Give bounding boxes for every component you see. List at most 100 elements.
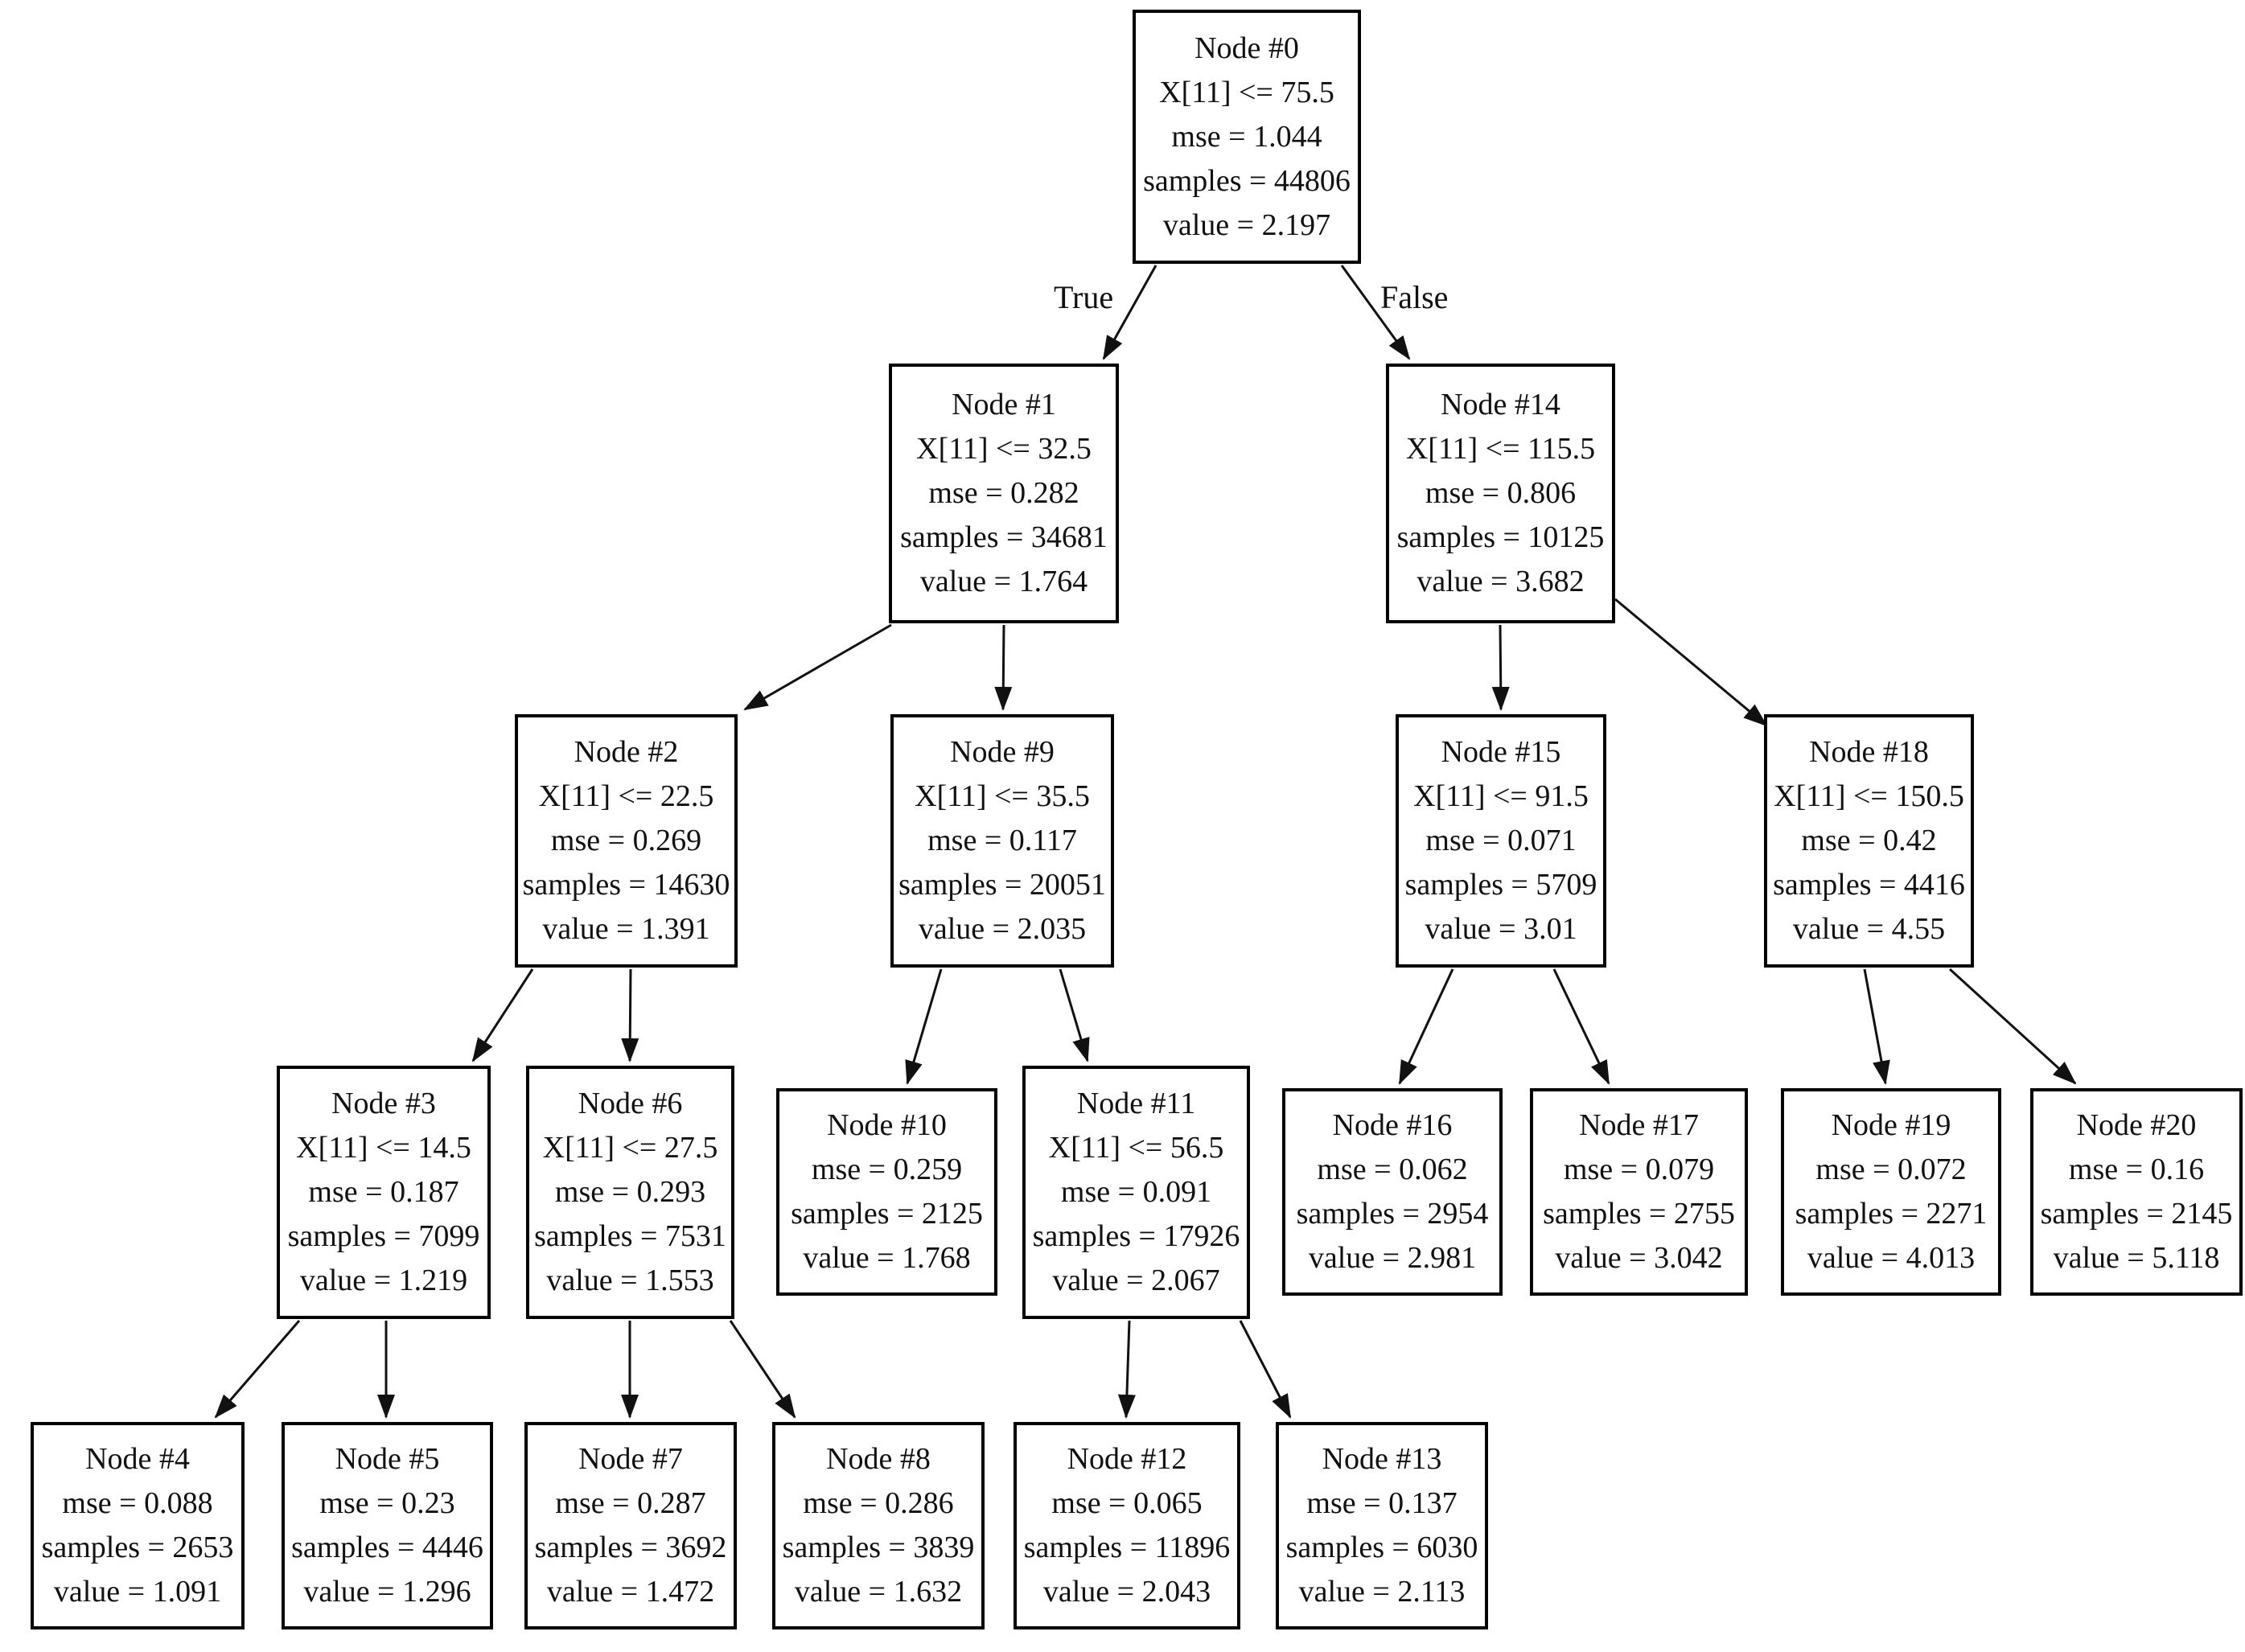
tree-node-19: Node #19 mse = 0.072 samples = 2271 valu… [1781, 1088, 2001, 1296]
node-title: Node #10 [827, 1108, 947, 1142]
tree-node-18: Node #18 X[11] <= 150.5 mse = 0.42 sampl… [1764, 714, 1974, 968]
node-samples: samples = 10125 [1396, 520, 1605, 554]
node-title: Node #1 [952, 388, 1056, 421]
edge-18-20 [1948, 968, 2077, 1085]
edge-14-18 [1614, 598, 1768, 727]
node-condition: X[11] <= 27.5 [542, 1131, 718, 1165]
node-mse: mse = 0.091 [1060, 1175, 1212, 1209]
node-samples: samples = 2271 [1795, 1197, 1988, 1231]
edge-3-4 [214, 1320, 301, 1419]
edge-15-17 [1552, 968, 1610, 1085]
node-value: value = 2.043 [1042, 1575, 1211, 1609]
node-mse: mse = 0.071 [1425, 824, 1577, 857]
node-value: value = 1.091 [53, 1575, 222, 1609]
edge-14-15 [1491, 624, 1510, 711]
tree-node-2: Node #2 X[11] <= 22.5 mse = 0.269 sample… [515, 714, 738, 968]
node-mse: mse = 0.23 [319, 1486, 455, 1520]
node-title: Node #8 [826, 1442, 931, 1476]
node-title: Node #0 [1194, 31, 1299, 65]
node-title: Node #12 [1067, 1442, 1187, 1476]
node-samples: samples = 7531 [534, 1219, 726, 1253]
node-value: value = 2.113 [1298, 1575, 1466, 1609]
edge-label-false: False [1380, 279, 1449, 315]
node-mse: mse = 0.286 [803, 1486, 954, 1520]
node-value: value = 1.296 [303, 1575, 471, 1609]
node-samples: samples = 2954 [1296, 1197, 1489, 1231]
node-mse: mse = 0.187 [308, 1175, 459, 1209]
edge-9-10 [905, 968, 943, 1085]
tree-node-5: Node #5 mse = 0.23 samples = 4446 value … [282, 1422, 493, 1629]
edge-0-14 [1340, 265, 1411, 360]
tree-node-12: Node #12 mse = 0.065 samples = 11896 val… [1014, 1422, 1240, 1629]
node-mse: mse = 0.137 [1306, 1486, 1458, 1520]
node-value: value = 4.013 [1807, 1241, 1976, 1275]
node-title: Node #17 [1579, 1108, 1699, 1142]
tree-node-14: Node #14 X[11] <= 115.5 mse = 0.806 samp… [1386, 364, 1615, 623]
node-mse: mse = 0.806 [1425, 476, 1577, 510]
edge-0-1 [1102, 265, 1157, 360]
node-condition: X[11] <= 32.5 [916, 432, 1092, 466]
node-samples: samples = 17926 [1032, 1219, 1240, 1253]
edge-2-3 [471, 968, 534, 1062]
node-value: value = 1.219 [299, 1264, 468, 1297]
node-mse: mse = 0.072 [1815, 1153, 1967, 1186]
node-title: Node #14 [1441, 388, 1560, 421]
node-value: value = 1.632 [794, 1575, 963, 1609]
node-samples: samples = 4416 [1773, 868, 1965, 902]
node-title: Node #19 [1831, 1108, 1951, 1142]
node-value: value = 1.764 [919, 565, 1088, 598]
node-mse: mse = 0.282 [928, 476, 1079, 510]
node-mse: mse = 0.269 [550, 824, 702, 857]
node-title: Node #6 [578, 1087, 683, 1120]
node-mse: mse = 0.16 [2068, 1153, 2205, 1186]
node-value: value = 2.067 [1052, 1264, 1220, 1297]
node-samples: samples = 20051 [898, 868, 1106, 902]
tree-node-13: Node #13 mse = 0.137 samples = 6030 valu… [1276, 1422, 1488, 1629]
node-title: Node #18 [1809, 735, 1929, 769]
tree-node-16: Node #16 mse = 0.062 samples = 2954 valu… [1282, 1088, 1503, 1296]
node-samples: samples = 3692 [534, 1531, 727, 1564]
tree-node-15: Node #15 X[11] <= 91.5 mse = 0.071 sampl… [1396, 714, 1606, 968]
node-title: Node #9 [950, 735, 1055, 769]
node-condition: X[11] <= 75.5 [1159, 75, 1334, 109]
node-value: value = 3.682 [1416, 565, 1585, 598]
tree-node-8: Node #8 mse = 0.286 samples = 3839 value… [772, 1422, 985, 1629]
node-title: Node #13 [1322, 1442, 1442, 1476]
edge-1-9 [994, 624, 1013, 711]
node-title: Node #11 [1076, 1087, 1196, 1120]
tree-node-0: Node #0 X[11] <= 75.5 mse = 1.044 sample… [1133, 10, 1361, 264]
node-title: Node #4 [85, 1442, 190, 1476]
node-samples: samples = 2755 [1543, 1197, 1735, 1231]
edge-2-6 [621, 968, 639, 1062]
node-samples: samples = 14630 [522, 868, 730, 902]
node-value: value = 2.981 [1308, 1241, 1477, 1275]
edge-15-16 [1398, 968, 1454, 1085]
node-value: value = 1.391 [542, 912, 710, 946]
tree-node-11: Node #11 X[11] <= 56.5 mse = 0.091 sampl… [1022, 1066, 1250, 1319]
node-samples: samples = 2125 [791, 1197, 983, 1231]
edge-9-11 [1059, 968, 1090, 1062]
node-samples: samples = 6030 [1285, 1531, 1478, 1564]
node-condition: X[11] <= 115.5 [1405, 432, 1596, 466]
node-condition: X[11] <= 56.5 [1048, 1131, 1224, 1165]
edge-11-12 [1117, 1320, 1136, 1419]
node-samples: samples = 11896 [1023, 1531, 1231, 1564]
node-title: Node #2 [574, 735, 679, 769]
node-title: Node #16 [1332, 1108, 1453, 1142]
node-mse: mse = 0.259 [811, 1153, 963, 1186]
node-mse: mse = 0.293 [554, 1175, 706, 1209]
node-value: value = 5.118 [2053, 1241, 2220, 1275]
node-value: value = 2.197 [1162, 208, 1331, 242]
node-value: value = 1.553 [546, 1264, 714, 1297]
node-samples: samples = 7099 [287, 1219, 480, 1253]
tree-node-20: Node #20 mse = 0.16 samples = 2145 value… [2030, 1088, 2243, 1296]
node-condition: X[11] <= 14.5 [296, 1131, 471, 1165]
node-mse: mse = 0.287 [555, 1486, 706, 1520]
node-value: value = 1.768 [803, 1241, 971, 1275]
node-condition: X[11] <= 35.5 [915, 779, 1090, 813]
node-condition: X[11] <= 91.5 [1413, 779, 1589, 813]
node-samples: samples = 5709 [1404, 868, 1597, 902]
node-mse: mse = 0.065 [1051, 1486, 1203, 1520]
tree-node-3: Node #3 X[11] <= 14.5 mse = 0.187 sample… [277, 1066, 491, 1319]
node-mse: mse = 1.044 [1171, 119, 1322, 154]
